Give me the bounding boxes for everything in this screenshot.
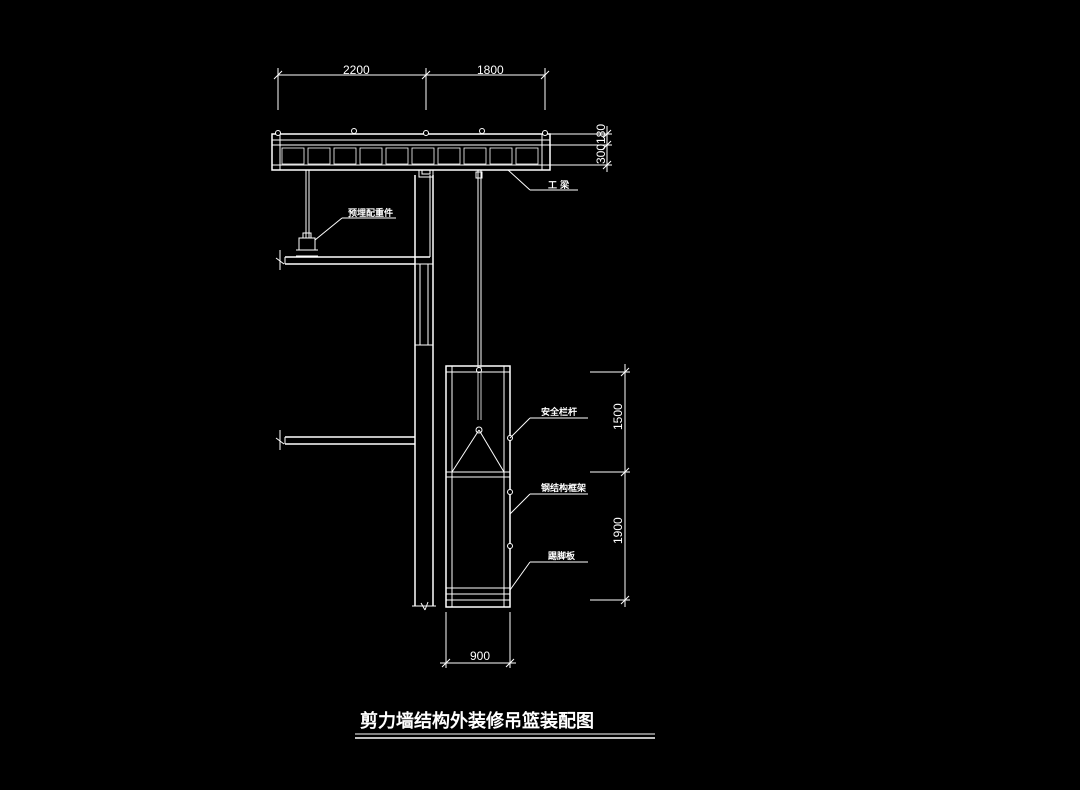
floor-slab [275, 430, 415, 450]
drawing-title: 剪力墙结构外装修吊篮装配图 [355, 710, 655, 739]
basket-height-dimension: 1500 1900 [590, 364, 630, 607]
label-beam: 工 梁 [548, 179, 570, 191]
label-toe-board: 踢脚板 [548, 550, 576, 562]
dim-top-left: 2200 [343, 63, 370, 77]
basket-labels: 安全栏杆 钢结构框架 踢脚板 [509, 406, 588, 591]
dim-beam-width: 180 [594, 124, 608, 144]
label-counterweight: 预埋配重件 [348, 207, 393, 219]
dim-beam-height: 300 [594, 144, 608, 164]
gondola-basket [445, 365, 513, 608]
truss-beam [271, 128, 551, 178]
dim-basket-lower: 1900 [611, 517, 625, 544]
basket-width-dimension: 900 [440, 612, 516, 668]
label-guardrail: 安全栏杆 [541, 406, 577, 418]
label-frame: 钢结构框架 [541, 482, 586, 494]
roof-slab [275, 250, 430, 270]
shear-wall [412, 175, 436, 611]
dim-basket-upper: 1500 [611, 403, 625, 430]
dim-top-right: 1800 [477, 63, 504, 77]
counterweight: 预埋配重件 [296, 170, 396, 257]
top-dimension: 2200 1800 [273, 63, 550, 110]
wire-rope [475, 170, 483, 434]
title-text: 剪力墙结构外装修吊篮装配图 [360, 710, 594, 732]
beam-label: 工 梁 [507, 169, 578, 191]
beam-section-dimension: 300 180 [550, 124, 612, 172]
dim-basket-width: 900 [470, 649, 490, 663]
